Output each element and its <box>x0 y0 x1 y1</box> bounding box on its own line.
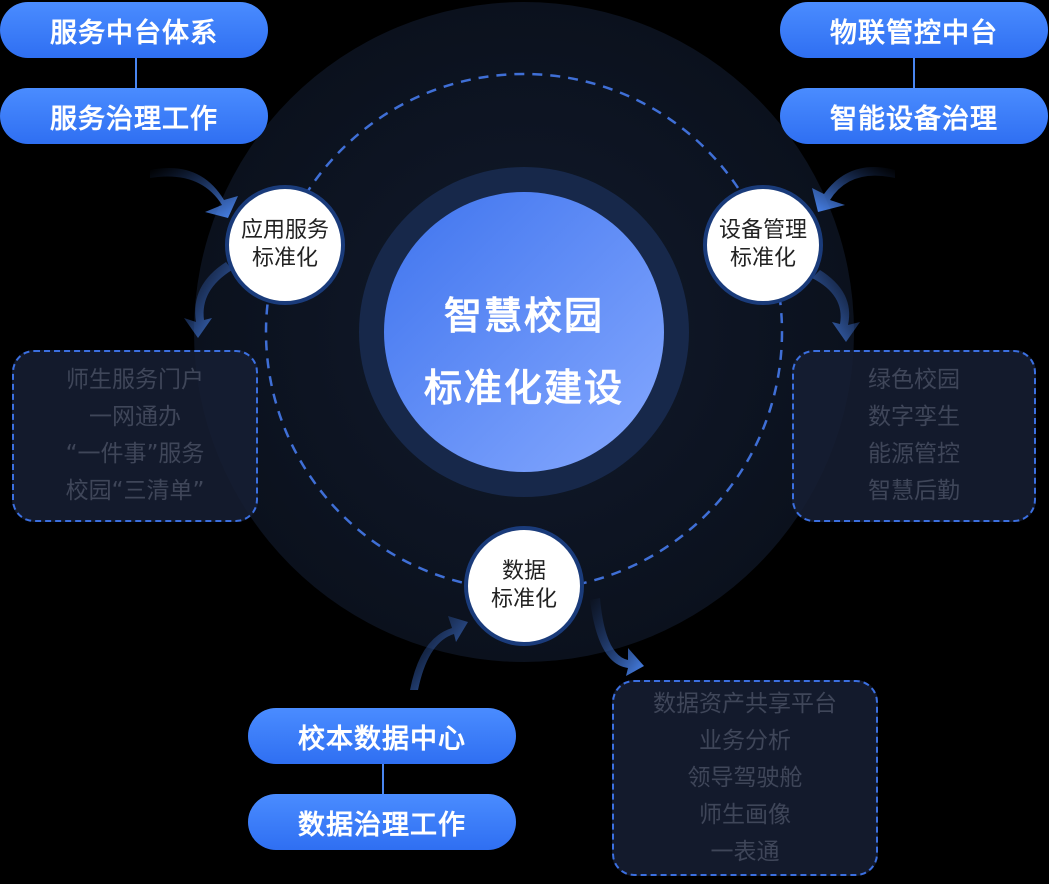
box-app-item: 校园“三清单” <box>65 478 205 504</box>
box-data-item: 数据资产共享平台 <box>653 690 837 717</box>
box-data-item: 师生画像 <box>699 801 791 828</box>
box-data-services: 数据资产共享平台 业务分析 领导驾驶舱 师生画像 一表通 <box>612 680 878 876</box>
arrow-data-to-box <box>590 598 644 676</box>
arrow-app-to-box <box>184 262 232 338</box>
box-device-item: 智慧后勤 <box>868 478 960 504</box>
connector-data <box>382 764 384 794</box>
node-device-line2: 标准化 <box>729 246 796 271</box>
box-data-item: 一表通 <box>710 838 780 865</box>
center-title-line2: 标准化建设 <box>423 366 624 410</box>
pill-service-platform: 服务中台体系 <box>0 2 268 58</box>
box-data-item: 业务分析 <box>699 727 791 754</box>
node-app-line2: 标准化 <box>251 246 318 271</box>
node-data-line1: 数据 <box>501 559 546 584</box>
node-app-line1: 应用服务 <box>240 218 329 243</box>
pill-service-governance: 服务治理工作 <box>0 88 268 144</box>
center-core <box>384 192 664 472</box>
arrow-datacenter-to-data <box>410 616 468 690</box>
connector-iot <box>913 58 915 88</box>
node-app-standardization: 应用服务 标准化 <box>225 185 345 305</box>
arrow-service-to-app <box>150 168 238 218</box>
pill-device-governance: 智能设备治理 <box>780 88 1048 144</box>
box-app-item: 一网通办 <box>89 404 181 430</box>
box-data-item: 领导驾驶舱 <box>687 764 803 791</box>
box-device-item: 绿色校园 <box>868 367 960 393</box>
box-app-services: 师生服务门户 一网通办 “一件事”服务 校园“三清单” <box>12 350 258 522</box>
box-app-item: “一件事”服务 <box>65 441 205 467</box>
node-device-standardization: 设备管理 标准化 <box>703 185 823 305</box>
arrow-device-to-box <box>812 270 860 342</box>
node-data-standardization: 数据 标准化 <box>464 526 584 646</box>
pill-data-center: 校本数据中心 <box>248 708 516 764</box>
box-device-item: 能源管控 <box>868 441 960 467</box>
pill-iot-platform: 物联管控中台 <box>780 2 1048 58</box>
box-device-item: 数字孪生 <box>868 404 960 430</box>
node-device-line1: 设备管理 <box>718 218 807 243</box>
node-data-line2: 标准化 <box>490 587 557 612</box>
box-app-item: 师生服务门户 <box>66 367 204 393</box>
connector-service <box>135 58 137 88</box>
box-device-services: 绿色校园 数字孪生 能源管控 智慧后勤 <box>792 350 1036 522</box>
center-title: 智慧校园 标准化建设 <box>384 212 664 492</box>
pill-data-governance: 数据治理工作 <box>248 794 516 850</box>
arrow-device-gov-to-device <box>812 167 895 212</box>
center-title-line1: 智慧校园 <box>443 294 604 338</box>
